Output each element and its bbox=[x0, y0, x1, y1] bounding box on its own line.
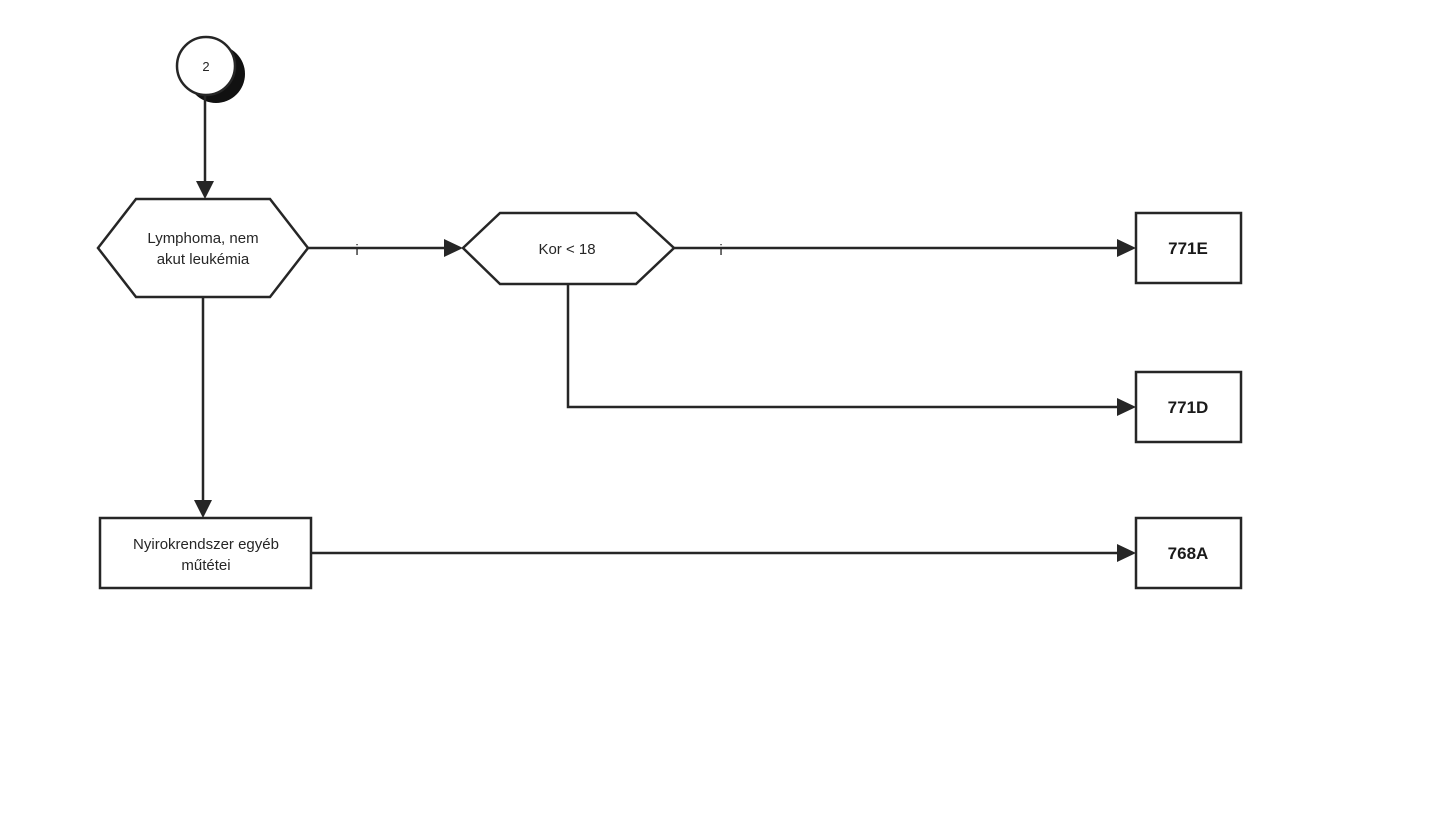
arrowhead bbox=[196, 181, 214, 199]
arrowhead bbox=[444, 239, 463, 257]
outcome-771e-label: 771E bbox=[1168, 239, 1208, 258]
outcome-771e[interactable]: 771E bbox=[1134, 211, 1243, 285]
edge-label-lymphoma-yes: i bbox=[355, 242, 358, 259]
edge-connector-to-lymphoma bbox=[196, 96, 214, 199]
connector-label: 2 bbox=[202, 59, 209, 74]
edge-surgery-to-768a bbox=[311, 544, 1136, 562]
outcome-771d-label: 771D bbox=[1168, 398, 1209, 417]
edge-age-to-771d bbox=[566, 284, 1136, 416]
process-lymph-surgery[interactable]: Nyirokrendszer egyéb műtétei bbox=[98, 516, 313, 590]
decision-age[interactable]: Kor < 18 bbox=[461, 211, 676, 286]
decision-age-label: Kor < 18 bbox=[538, 241, 595, 258]
edge-label-age-yes: i bbox=[719, 242, 722, 259]
arrowhead bbox=[1117, 239, 1136, 257]
outcome-768a-label: 768A bbox=[1168, 544, 1209, 563]
process-lymph-surgery-label-line1: Nyirokrendszer egyéb bbox=[133, 536, 279, 553]
decision-lymphoma[interactable]: Lymphoma, nem akut leukémia bbox=[96, 197, 310, 299]
edge-age-to-771e: i bbox=[674, 239, 1136, 259]
arrowhead bbox=[1117, 544, 1136, 562]
arrowhead bbox=[1117, 398, 1136, 416]
connector-circle bbox=[175, 35, 237, 97]
outcome-768a[interactable]: 768A bbox=[1134, 516, 1243, 590]
arrowhead bbox=[194, 500, 212, 518]
process-lymph-surgery-label-line2: műtétei bbox=[181, 557, 230, 574]
outcome-771d[interactable]: 771D bbox=[1134, 370, 1243, 444]
edge-lymphoma-to-age: i bbox=[308, 239, 463, 259]
connector-node[interactable]: 2 bbox=[175, 35, 245, 103]
edge-lymphoma-to-surgery bbox=[194, 297, 212, 518]
decision-lymphoma-label-line1: Lymphoma, nem bbox=[147, 230, 258, 247]
decision-lymphoma-label-line2: akut leukémia bbox=[157, 251, 250, 268]
